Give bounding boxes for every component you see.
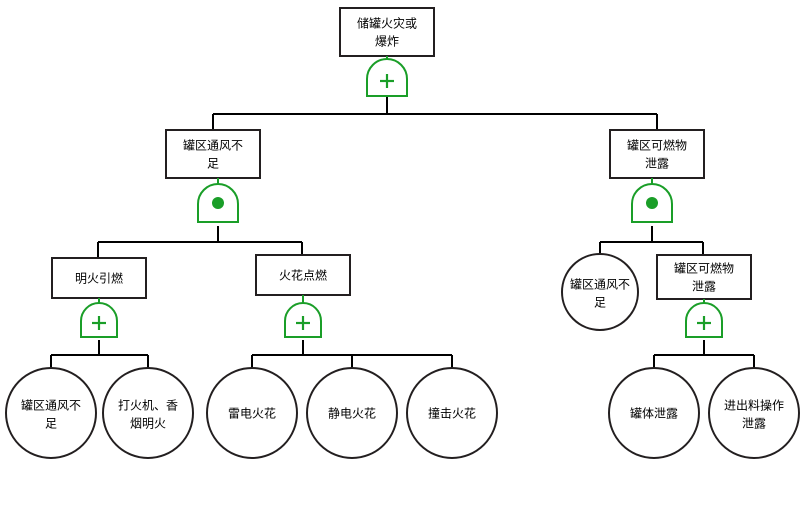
node-vent-insufficient-basic-left[interactable]: 罐区通风不 足 — [5, 367, 97, 459]
node-vent-insufficient-basic-right[interactable]: 罐区通风不 足 — [561, 253, 639, 331]
loading-operation-leak-label-line2: 泄露 — [742, 417, 766, 431]
open-flame-box[interactable] — [51, 257, 147, 299]
impact-spark-label: 撞击火花 — [428, 406, 476, 421]
spark-ignition-label: 火花点燃 — [279, 268, 327, 283]
vent-basic-left-label-line1: 罐区通风不 — [21, 399, 81, 413]
node-spark-ignition[interactable]: 火花点燃 — [255, 254, 351, 296]
node-top-event[interactable]: 储罐火灾或 爆炸 — [339, 7, 435, 57]
gate-open-flame-or[interactable] — [80, 298, 118, 338]
lighter-cigarette-label-line1: 打火机、香 — [118, 399, 178, 413]
lighter-cigarette-circle[interactable] — [102, 367, 194, 459]
gate-spark-or[interactable] — [284, 295, 322, 338]
combustible-leak-sub-box[interactable] — [656, 254, 752, 300]
vent-basic-right-circle[interactable] — [561, 253, 639, 331]
vent-insufficient-label-line1: 罐区通风不 — [183, 139, 243, 153]
node-loading-operation-leak[interactable]: 进出料操作 泄露 — [708, 367, 800, 459]
vent-basic-left-circle[interactable] — [5, 367, 97, 459]
combustible-leak-label-line2: 泄露 — [645, 157, 669, 171]
node-tank-body-leak[interactable]: 罐体泄露 — [608, 367, 700, 459]
loading-operation-leak-label-line1: 进出料操作 — [724, 398, 784, 413]
edge-layer — [50, 96, 755, 368]
top-event-label-line1: 储罐火灾或 — [357, 16, 417, 31]
static-spark-circle[interactable] — [306, 367, 398, 459]
top-event-box[interactable] — [339, 7, 435, 57]
node-static-spark[interactable]: 静电火花 — [306, 367, 398, 459]
gate-combustible-leak-sub-or[interactable] — [685, 299, 723, 338]
gate-vent-insufficient-and[interactable] — [197, 178, 239, 223]
open-flame-label: 明火引燃 — [75, 271, 123, 286]
lightning-spark-circle[interactable] — [206, 367, 298, 459]
combustible-leak-sub-label-line1: 罐区可燃物 — [674, 261, 734, 276]
tank-body-leak-label: 罐体泄露 — [630, 407, 678, 421]
node-open-flame-ignition[interactable]: 明火引燃 — [51, 257, 147, 299]
loading-operation-leak-circle[interactable] — [708, 367, 800, 459]
gate-top-event-or[interactable] — [366, 56, 408, 97]
lightning-spark-label: 雷电火花 — [228, 406, 276, 421]
node-lighter-cigarette[interactable]: 打火机、香 烟明火 — [102, 367, 194, 459]
vent-basic-right-label-line1: 罐区通风不 — [570, 278, 630, 292]
tank-body-leak-circle[interactable] — [608, 367, 700, 459]
top-event-label-line2: 爆炸 — [375, 35, 399, 49]
combustible-gate-and-dot — [646, 197, 658, 209]
vent-gate-and-dot — [212, 197, 224, 209]
node-impact-spark[interactable]: 撞击火花 — [406, 367, 498, 459]
impact-spark-circle[interactable] — [406, 367, 498, 459]
gate-combustible-leak-and[interactable] — [631, 178, 673, 223]
node-lightning-spark[interactable]: 雷电火花 — [206, 367, 298, 459]
combustible-leak-sub-label-line2: 泄露 — [692, 280, 716, 294]
combustible-leak-label-line1: 罐区可燃物 — [627, 138, 687, 153]
combustible-leak-box[interactable] — [609, 129, 705, 179]
node-combustible-leak-sub[interactable]: 罐区可燃物 泄露 — [656, 254, 752, 300]
static-spark-label: 静电火花 — [328, 406, 376, 421]
node-combustible-leak[interactable]: 罐区可燃物 泄露 — [609, 129, 705, 179]
vent-insufficient-box[interactable] — [165, 129, 261, 179]
lighter-cigarette-label-line2: 烟明火 — [130, 417, 166, 431]
vent-basic-right-label-line2: 足 — [594, 296, 606, 310]
vent-insufficient-label-line2: 足 — [207, 157, 219, 171]
vent-basic-left-label-line2: 足 — [45, 417, 57, 431]
node-vent-insufficient[interactable]: 罐区通风不 足 — [165, 129, 261, 179]
